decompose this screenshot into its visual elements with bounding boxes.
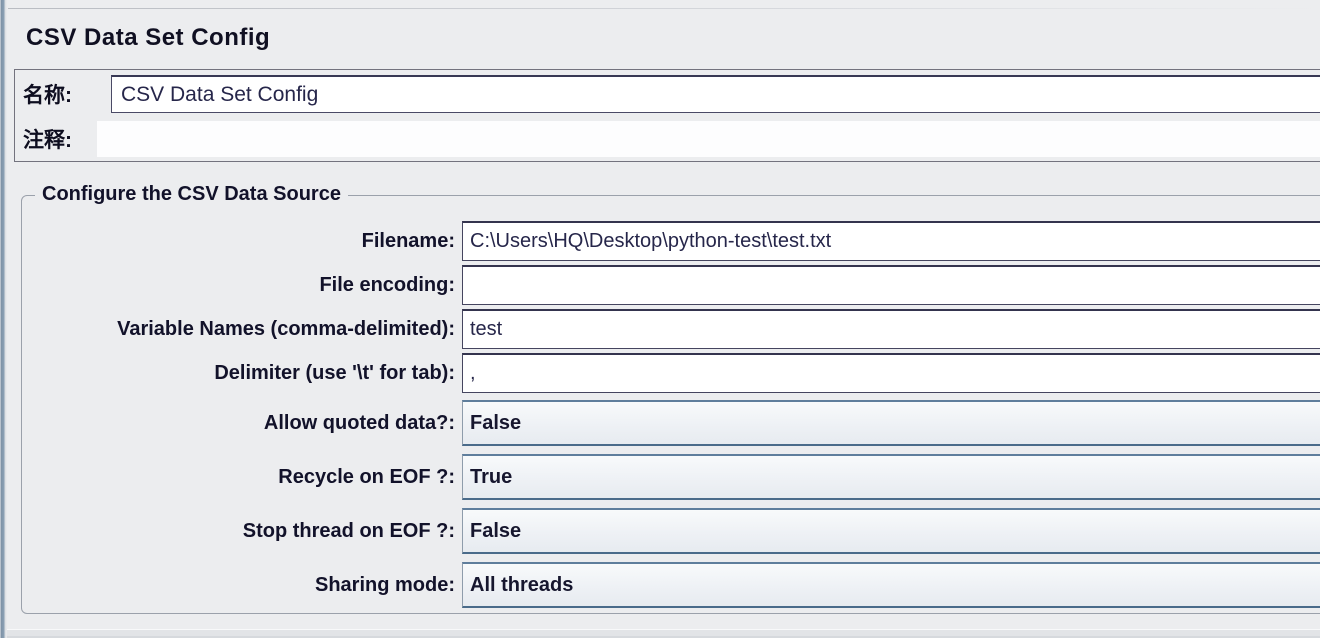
- field-row-variable-names: Variable Names (comma-delimited): test: [22, 309, 1320, 349]
- variable-names-label: Variable Names (comma-delimited):: [117, 317, 455, 340]
- field-row-sharing-mode: Sharing mode: All threads: [22, 562, 1320, 608]
- field-row-filename: Filename: C:\Users\HQ\Desktop\python-tes…: [22, 221, 1320, 261]
- field-row-file-encoding: File encoding:: [22, 265, 1320, 305]
- allow-quoted-data-label: Allow quoted data?:: [263, 411, 455, 434]
- sharing-mode-label: Sharing mode:: [314, 573, 455, 596]
- bottom-window-edge: [7, 629, 1320, 638]
- field-row-stop-thread-on-eof: Stop thread on EOF ?: False: [22, 508, 1320, 554]
- name-input[interactable]: CSV Data Set Config: [111, 75, 1320, 113]
- delimiter-input[interactable]: ,: [462, 353, 1320, 393]
- field-row-allow-quoted-data: Allow quoted data?: False: [22, 400, 1320, 446]
- recycle-on-eof-label: Recycle on EOF ?:: [278, 465, 455, 488]
- comments-row: 注释:: [23, 121, 1320, 157]
- stop-thread-on-eof-select[interactable]: False: [462, 508, 1320, 554]
- field-row-delimiter: Delimiter (use '\t' for tab): ,: [22, 353, 1320, 393]
- groupbox-legend: Configure the CSV Data Source: [35, 183, 348, 206]
- name-label: 名称:: [23, 84, 72, 107]
- sharing-mode-select[interactable]: All threads: [462, 562, 1320, 608]
- name-comments-panel: 名称: CSV Data Set Config 注释:: [14, 69, 1320, 162]
- panel-splitter[interactable]: [0, 0, 7, 638]
- name-row: 名称: CSV Data Set Config: [23, 75, 1320, 113]
- file-encoding-input[interactable]: [462, 265, 1320, 305]
- comments-input[interactable]: [97, 121, 1320, 157]
- csv-data-source-groupbox: Configure the CSV Data Source Filename: …: [21, 183, 1320, 614]
- page-title: CSV Data Set Config: [26, 24, 271, 51]
- top-edge-line: [8, 8, 1320, 9]
- recycle-on-eof-select[interactable]: True: [462, 454, 1320, 500]
- filename-label: Filename:: [361, 229, 455, 252]
- variable-names-input[interactable]: test: [462, 309, 1320, 349]
- field-row-recycle-on-eof: Recycle on EOF ?: True: [22, 454, 1320, 500]
- config-panel: CSV Data Set Config 名称: CSV Data Set Con…: [10, 0, 1320, 614]
- comments-label: 注释:: [23, 129, 72, 152]
- file-encoding-label: File encoding:: [319, 273, 455, 296]
- filename-input[interactable]: C:\Users\HQ\Desktop\python-test\test.txt: [462, 221, 1320, 261]
- allow-quoted-data-select[interactable]: False: [462, 400, 1320, 446]
- delimiter-label: Delimiter (use '\t' for tab):: [214, 361, 455, 384]
- stop-thread-on-eof-label: Stop thread on EOF ?:: [242, 519, 455, 542]
